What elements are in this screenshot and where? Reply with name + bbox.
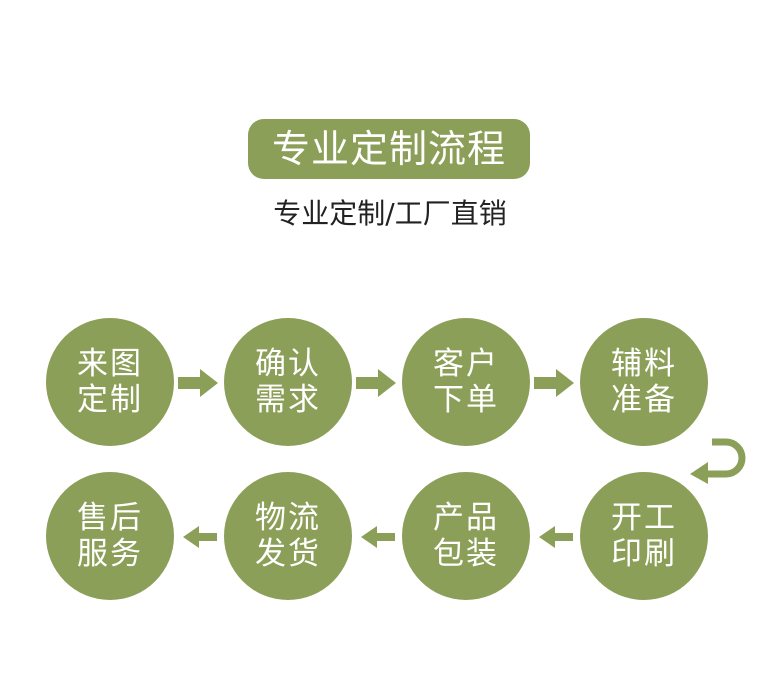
step-1-circle: 来图 定制	[46, 318, 174, 446]
step-3-circle: 客户 下单	[402, 318, 530, 446]
step-7-line1: 物流	[255, 500, 321, 536]
arrow-right-icon	[178, 369, 218, 397]
step-1-line2: 定制	[77, 382, 143, 418]
step-4-line2: 准备	[611, 382, 677, 418]
step-7-circle: 物流 发货	[224, 472, 352, 600]
step-4-circle: 辅料 准备	[580, 318, 708, 446]
step-7-line2: 发货	[255, 536, 321, 572]
step-5-line1: 开工	[611, 500, 677, 536]
arrow-left-icon	[183, 526, 217, 548]
step-2-line1: 确认	[255, 346, 321, 382]
arrow-right-icon	[534, 369, 574, 397]
step-8-line1: 售后	[77, 500, 143, 536]
step-3-line2: 下单	[433, 382, 499, 418]
step-6-circle: 产品 包装	[402, 472, 530, 600]
step-6-line1: 产品	[433, 500, 499, 536]
page-title: 专业定制流程	[248, 119, 530, 179]
step-1-line1: 来图	[77, 346, 143, 382]
step-8-circle: 售后 服务	[46, 472, 174, 600]
step-3-line1: 客户	[433, 346, 499, 382]
page-subtitle: 专业定制/工厂直销	[273, 197, 507, 230]
step-6-line2: 包装	[433, 536, 499, 572]
arrow-left-icon	[361, 526, 395, 548]
arrow-left-icon	[539, 526, 573, 548]
step-4-line1: 辅料	[611, 346, 677, 382]
u-turn-arrow-icon	[690, 438, 746, 484]
step-2-line2: 需求	[255, 382, 321, 418]
step-5-line2: 印刷	[611, 536, 677, 572]
arrow-right-icon	[356, 369, 396, 397]
step-5-circle: 开工 印刷	[580, 472, 708, 600]
step-8-line2: 服务	[77, 536, 143, 572]
step-2-circle: 确认 需求	[224, 318, 352, 446]
